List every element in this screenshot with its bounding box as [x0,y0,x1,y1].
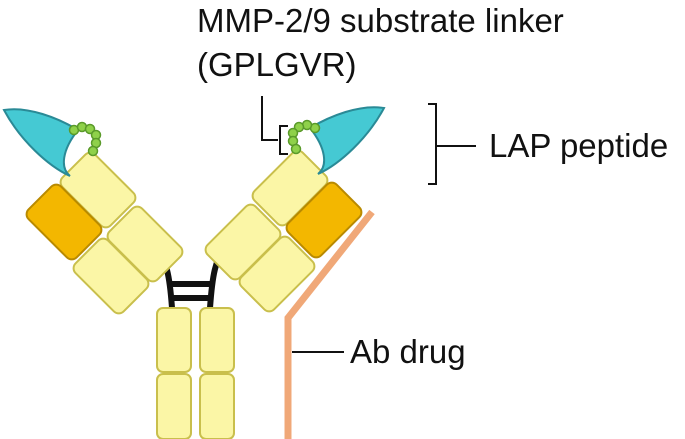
linker-bead-icon [68,121,102,157]
lap-peptide-label: LAP peptide [489,127,669,164]
cl-domain-left [72,237,150,315]
lap-peptide-icon [2,108,80,177]
ch2-domain-right [199,307,235,373]
right-fab-arm [204,149,363,313]
ch2-domain-left [156,307,192,373]
cl-domain-right [238,235,316,313]
linker-label-line2: (GPLGVR) [197,46,357,83]
linker-bead-icon [287,119,321,155]
left-fab-arm [25,151,184,315]
linker-annotation-line [261,96,288,155]
fc-region [156,307,235,439]
vl-domain-left [25,183,103,261]
ch3-domain-left [156,373,192,439]
linker-label-line1: MMP-2/9 substrate linker [197,2,564,39]
ab-drug-line [284,209,375,439]
vl-domain-right [285,181,363,259]
lap-peptide-icon [308,106,386,175]
ch3-domain-right [199,373,235,439]
ab-drug-label: Ab drug [350,333,466,370]
lap-peptide-bracket [428,103,476,185]
